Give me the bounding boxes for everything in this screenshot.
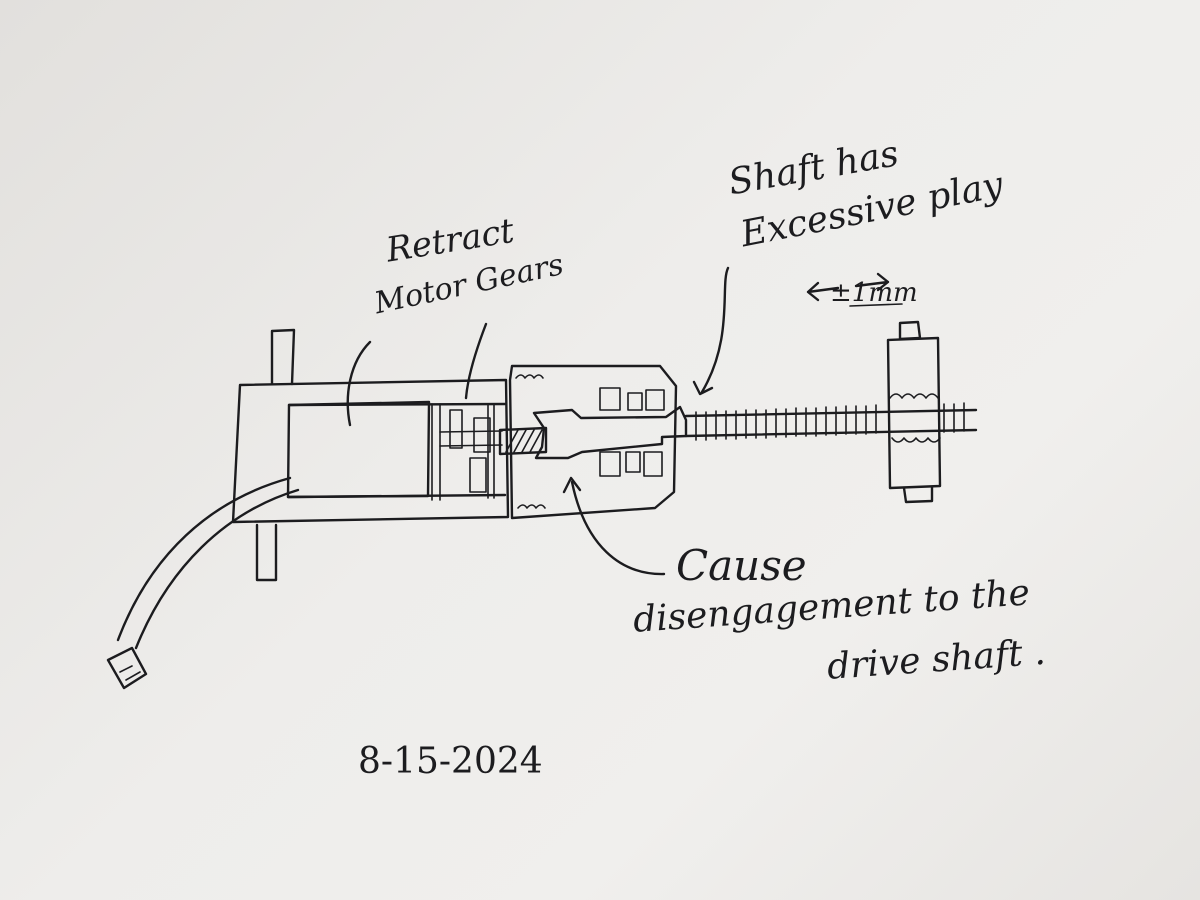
coupling-housing bbox=[508, 364, 678, 520]
sketch-date: 8-15-2024 bbox=[358, 741, 543, 782]
motor-housing bbox=[231, 378, 510, 524]
motor-gears bbox=[431, 403, 503, 501]
play-arrows bbox=[806, 272, 903, 307]
leader-lines bbox=[346, 266, 730, 576]
shaft-coupler bbox=[532, 387, 688, 477]
drive-shaft bbox=[684, 402, 978, 441]
label-play-tolerance: ±1mm bbox=[830, 278, 918, 308]
drive-nut bbox=[886, 320, 942, 504]
label-cause: Cause bbox=[676, 541, 807, 590]
mounting-post bbox=[255, 328, 296, 582]
power-cable bbox=[106, 476, 300, 690]
